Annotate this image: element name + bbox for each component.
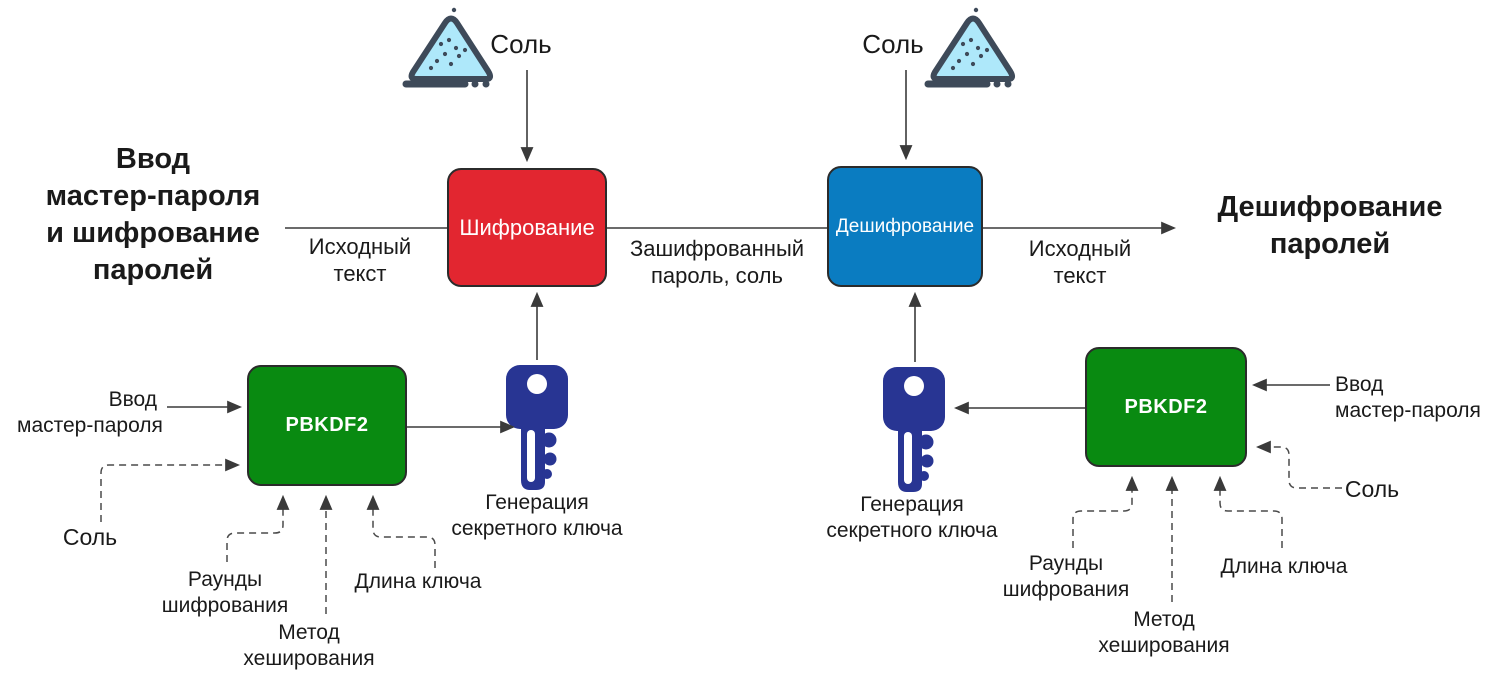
- dash-salt-to-pbkdf2-left: [100, 458, 241, 522]
- salt-label-top-left: Соль: [490, 29, 552, 59]
- dash-keylen-to-pbkdf2-left: [366, 494, 436, 568]
- keygen-label-left: Генерация секретного ключа: [451, 491, 623, 540]
- master-password-label-right: Ввод мастер-пароля: [1335, 373, 1481, 422]
- hash-method-label-left: Метод хеширования: [243, 621, 375, 670]
- keygen-label-right: Генерация секретного ключа: [826, 493, 998, 542]
- decrypt-box: Дешифрование: [827, 166, 983, 287]
- right-heading: Дешифрование паролей: [1217, 191, 1443, 260]
- hash-method-label-right: Метод хеширования: [1098, 608, 1230, 657]
- encrypt-box: Шифрование: [447, 168, 607, 287]
- salt-label-top-right: Соль: [862, 29, 924, 59]
- source-text-label-left: Исходный текст: [308, 234, 412, 286]
- rounds-label-right: Раунды шифрования: [1002, 552, 1130, 601]
- dash-rounds-to-pbkdf2-left: [226, 494, 290, 562]
- dash-keylen-to-pbkdf2-right: [1213, 475, 1283, 548]
- dash-salt-to-pbkdf2-right: [1255, 440, 1342, 489]
- key-length-label-left: Длина ключа: [354, 570, 482, 593]
- key-icon: [883, 367, 945, 492]
- pbkdf2-box-left: PBKDF2: [247, 365, 407, 486]
- decrypt-box-label: Дешифрование: [835, 215, 975, 237]
- salt-label-right: Соль: [1344, 476, 1400, 502]
- pbkdf2-left-label: PBKDF2: [285, 414, 369, 436]
- salt-icon: [924, 7, 1016, 88]
- encrypted-password-label: Зашифрованный пароль, соль: [629, 236, 805, 288]
- salt-icon: [402, 7, 494, 88]
- pbkdf2-box-right: PBKDF2: [1085, 347, 1247, 467]
- rounds-label-left: Раунды шифрования: [161, 568, 289, 617]
- pbkdf2-right-label: PBKDF2: [1124, 395, 1208, 418]
- source-text-label-right: Исходный текст: [1028, 236, 1132, 288]
- master-password-label-left: Ввод мастер-пароля: [17, 388, 163, 437]
- dash-rounds-to-pbkdf2-right: [1072, 475, 1139, 548]
- key-icon: [506, 365, 568, 490]
- left-heading: Ввод мастер-пароля и шифрование паролей: [45, 143, 261, 286]
- key-length-label-right: Длина ключа: [1220, 555, 1348, 578]
- salt-label-left: Соль: [62, 524, 118, 550]
- encrypt-box-label: Шифрование: [459, 214, 595, 240]
